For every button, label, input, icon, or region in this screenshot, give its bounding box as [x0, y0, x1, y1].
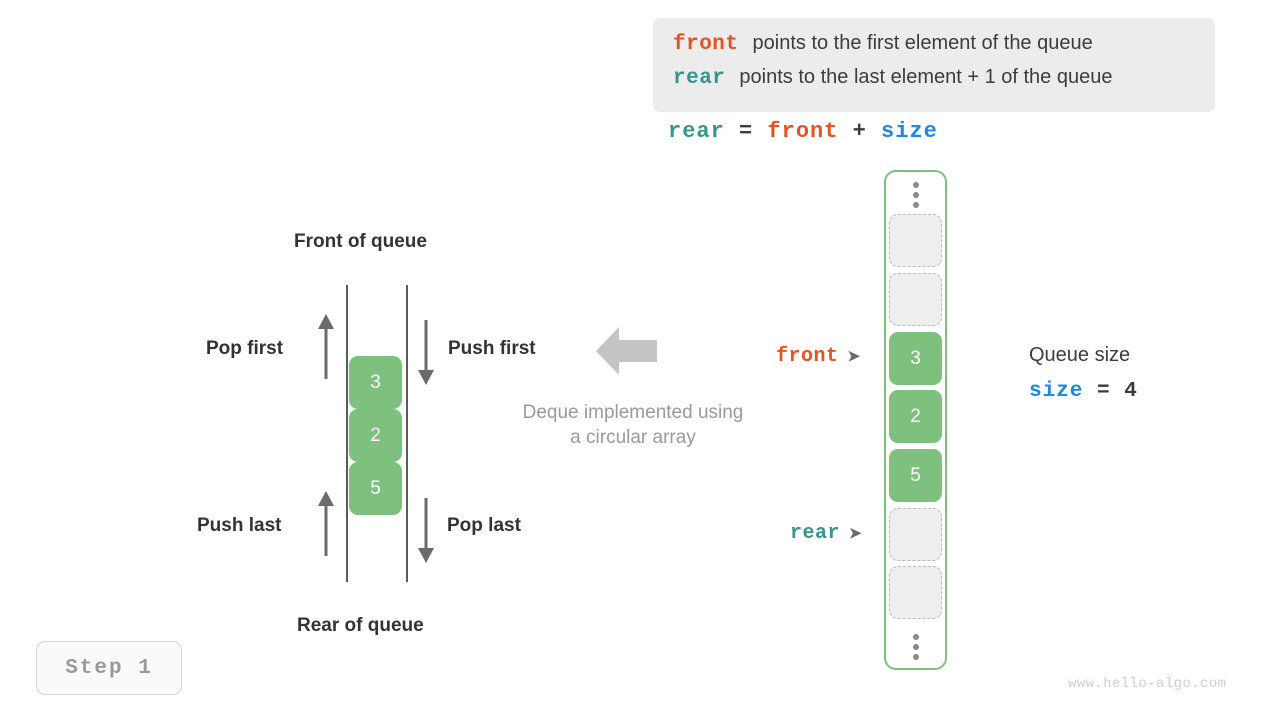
pointer-front-label: front — [776, 345, 839, 368]
label-front-of-queue: Front of queue — [294, 231, 427, 252]
label-push-last: Push last — [197, 515, 282, 536]
legend-keyword-rear: rear — [673, 67, 726, 90]
array-slot — [889, 566, 942, 619]
legend-text-rear: points to the last element + 1 of the qu… — [739, 66, 1113, 88]
queue-size-name: size — [1029, 380, 1084, 403]
queue-size-equals: = — [1097, 380, 1111, 403]
label-pop-last: Pop last — [447, 515, 521, 536]
arrow-down-pop-last-icon — [418, 498, 434, 563]
legend-line-front: front points to the first element of the… — [673, 32, 1195, 66]
array-slot: 5 — [889, 449, 942, 502]
array-slot: 3 — [889, 332, 942, 385]
formula-plus: + — [852, 119, 867, 144]
array-slot — [889, 273, 942, 326]
label-rear-of-queue: Rear of queue — [297, 615, 424, 636]
label-pop-first: Pop first — [206, 338, 284, 359]
array-slot: 2 — [889, 390, 942, 443]
formula-lhs: rear — [668, 119, 725, 144]
legend-keyword-front: front — [673, 33, 739, 56]
pointer-rear-label: rear — [790, 522, 841, 545]
formula-rear-equals-front-plus-size: rear = front + size — [668, 119, 938, 144]
legend-text-front: points to the first element of the queue — [752, 32, 1093, 54]
pointer-rear-caret-icon: ➤ — [849, 525, 863, 542]
diagram-caption-line1: Deque implemented using — [522, 402, 744, 423]
deque-cell: 3 — [349, 356, 402, 409]
ellipsis-top-icon — [909, 182, 922, 208]
array-slot — [889, 214, 942, 267]
formula-equals: = — [739, 119, 754, 144]
formula-size-term: size — [881, 119, 938, 144]
diagram-caption: Deque implemented using a circular array — [493, 400, 773, 450]
pointer-front-caret-icon: ➤ — [847, 348, 861, 365]
ellipsis-bottom-icon — [909, 634, 922, 660]
queue-size-expression: size = 4 — [1029, 380, 1138, 403]
step-badge: Step 1 — [36, 641, 182, 695]
array-slot — [889, 508, 942, 561]
arrow-down-push-first-icon — [418, 320, 434, 385]
circular-array-frame — [884, 170, 947, 670]
deque-guide-line-left — [346, 285, 348, 582]
pointer-front: front ➤ — [776, 345, 861, 368]
watermark: www.hello-algo.com — [1068, 676, 1227, 692]
diagram-caption-line2: a circular array — [570, 427, 696, 448]
formula-front-term: front — [767, 119, 839, 144]
legend-line-rear: rear points to the last element + 1 of t… — [673, 66, 1195, 100]
queue-size-title: Queue size — [1029, 344, 1131, 366]
deque-cell: 5 — [349, 462, 402, 515]
arrow-up-pop-first-icon — [318, 314, 334, 379]
queue-size-value: 4 — [1124, 380, 1138, 403]
deque-cell: 2 — [349, 409, 402, 462]
label-push-first: Push first — [448, 338, 536, 359]
arrow-left-mapping-icon — [596, 327, 657, 375]
legend-box: front points to the first element of the… — [653, 18, 1215, 112]
arrow-up-push-last-icon — [318, 491, 334, 556]
pointer-rear: rear ➤ — [790, 522, 862, 545]
deque-guide-line-right — [406, 285, 408, 582]
